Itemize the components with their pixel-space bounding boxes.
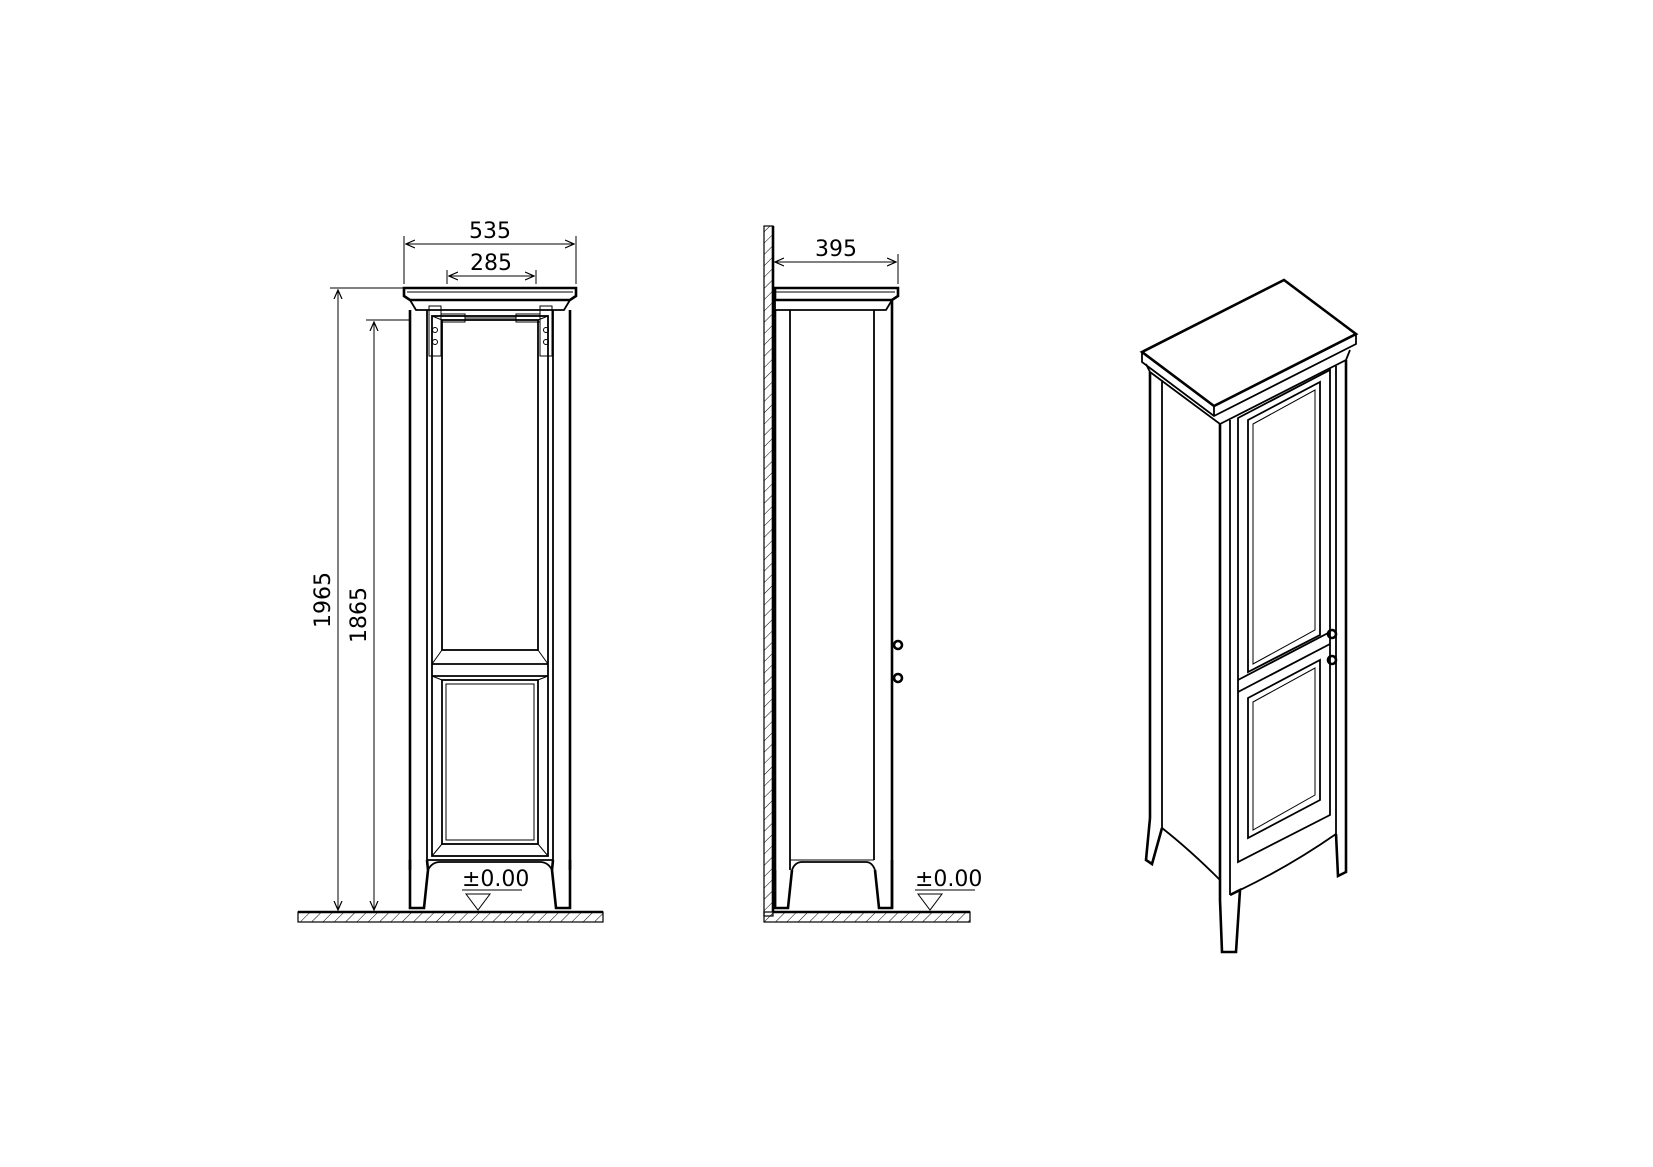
front-brackets <box>428 305 553 357</box>
dim-height-body-label: 1865 <box>347 587 372 643</box>
front-body <box>408 310 572 910</box>
front-door <box>431 315 549 857</box>
side-floor-level-label: ±0.00 <box>915 867 982 892</box>
side-floor-level: ±0.00 <box>915 867 982 911</box>
dim-height-total: 1965 <box>311 287 404 910</box>
dim-depth-label: 395 <box>815 237 857 262</box>
dim-height-total-label: 1965 <box>311 572 336 628</box>
front-floor <box>297 910 604 923</box>
dim-height-body: 1865 <box>347 319 410 910</box>
isometric-view <box>1139 278 1359 954</box>
front-view: 535 285 1965 1865 ±0.00 <box>297 219 604 923</box>
side-floor <box>763 910 971 923</box>
front-floor-level: ±0.00 <box>462 867 529 911</box>
front-floor-level-label: ±0.00 <box>462 867 529 892</box>
side-cabinet <box>773 286 904 910</box>
dim-width-inner-label: 285 <box>470 251 512 276</box>
front-cornice <box>402 286 578 311</box>
dim-width-outer: 535 <box>403 219 577 284</box>
dim-width-inner: 285 <box>446 251 537 284</box>
side-wall <box>763 225 775 917</box>
dim-depth: 395 <box>775 237 899 284</box>
side-view: 395 ±0.00 <box>763 225 982 923</box>
dim-width-outer-label: 535 <box>469 219 511 244</box>
